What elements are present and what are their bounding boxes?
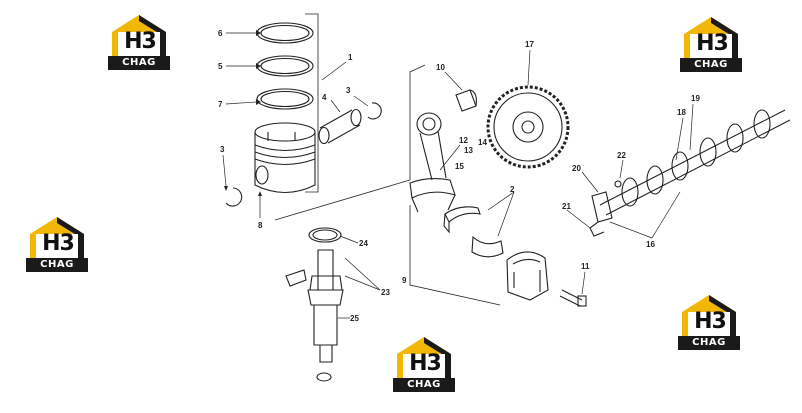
logo-house-icon	[30, 217, 84, 258]
fuel-injector	[285, 227, 344, 382]
callout-23: 23	[381, 288, 390, 297]
callout-18: 18	[677, 108, 686, 117]
callout-24: 24	[359, 239, 368, 248]
piston-ring-middle	[256, 55, 314, 77]
callout-14: 14	[478, 138, 487, 147]
logo-monogram: H3	[694, 309, 727, 334]
watermark-logo: H3 CHAG	[678, 292, 740, 350]
rod-cap	[506, 251, 549, 301]
callout-arrows	[224, 30, 262, 196]
piston	[254, 122, 316, 193]
logo-monogram: H3	[409, 351, 442, 376]
callout-3: 3	[346, 86, 351, 95]
cam-follower	[589, 180, 622, 237]
callout-leaders	[222, 32, 694, 319]
camshaft-gear	[486, 85, 570, 169]
logo-house-icon	[397, 337, 451, 378]
logo-house-icon	[682, 295, 736, 336]
snap-ring	[225, 102, 382, 207]
logo-brand: CHAG	[678, 336, 740, 350]
callout-22: 22	[617, 151, 626, 160]
callout-7: 7	[218, 100, 223, 109]
piston-ring-oil	[256, 88, 314, 110]
callout-17: 17	[525, 40, 534, 49]
logo-brand: CHAG	[393, 378, 455, 392]
watermark-logo: H3 CHAG	[680, 14, 742, 72]
group-bracket	[274, 13, 501, 306]
callout-5: 5	[218, 62, 223, 71]
small-end-bushing	[455, 89, 477, 112]
piston-pin	[318, 108, 362, 145]
callout-labels: 1 2 3 3 4 5 6 7 8 9 10 11 12 13 14 15 16…	[218, 29, 700, 323]
callout-4: 4	[322, 93, 327, 102]
callout-21: 21	[562, 202, 571, 211]
callout-10: 10	[436, 63, 445, 72]
callout-6: 6	[218, 29, 223, 38]
logo-brand: CHAG	[26, 258, 88, 272]
callout-3: 3	[220, 145, 225, 154]
callout-1: 1	[348, 53, 353, 62]
callout-8: 8	[258, 221, 263, 230]
callout-25: 25	[350, 314, 359, 323]
callout-12: 12	[459, 136, 468, 145]
callout-20: 20	[572, 164, 581, 173]
logo-monogram: H3	[124, 29, 157, 54]
rod-bolt	[559, 289, 587, 307]
watermark-logo: H3 CHAG	[393, 334, 455, 392]
callout-13: 13	[464, 146, 473, 155]
callout-2: 2	[510, 185, 515, 194]
callout-16: 16	[646, 240, 655, 249]
logo-house-icon	[684, 17, 738, 58]
logo-brand: CHAG	[108, 56, 170, 70]
callout-11: 11	[581, 262, 590, 271]
camshaft	[599, 109, 791, 216]
watermark-logo: H3 CHAG	[108, 12, 170, 70]
watermark-logo: H3 CHAG	[26, 214, 88, 272]
piston-ring-top	[256, 22, 314, 44]
callout-15: 15	[455, 162, 464, 171]
callout-19: 19	[691, 94, 700, 103]
logo-monogram: H3	[696, 31, 729, 56]
logo-brand: CHAG	[680, 58, 742, 72]
logo-house-icon	[112, 15, 166, 56]
connecting-rod	[409, 112, 456, 213]
bearing-shells	[443, 206, 504, 258]
logo-monogram: H3	[42, 231, 75, 256]
callout-9: 9	[402, 276, 407, 285]
